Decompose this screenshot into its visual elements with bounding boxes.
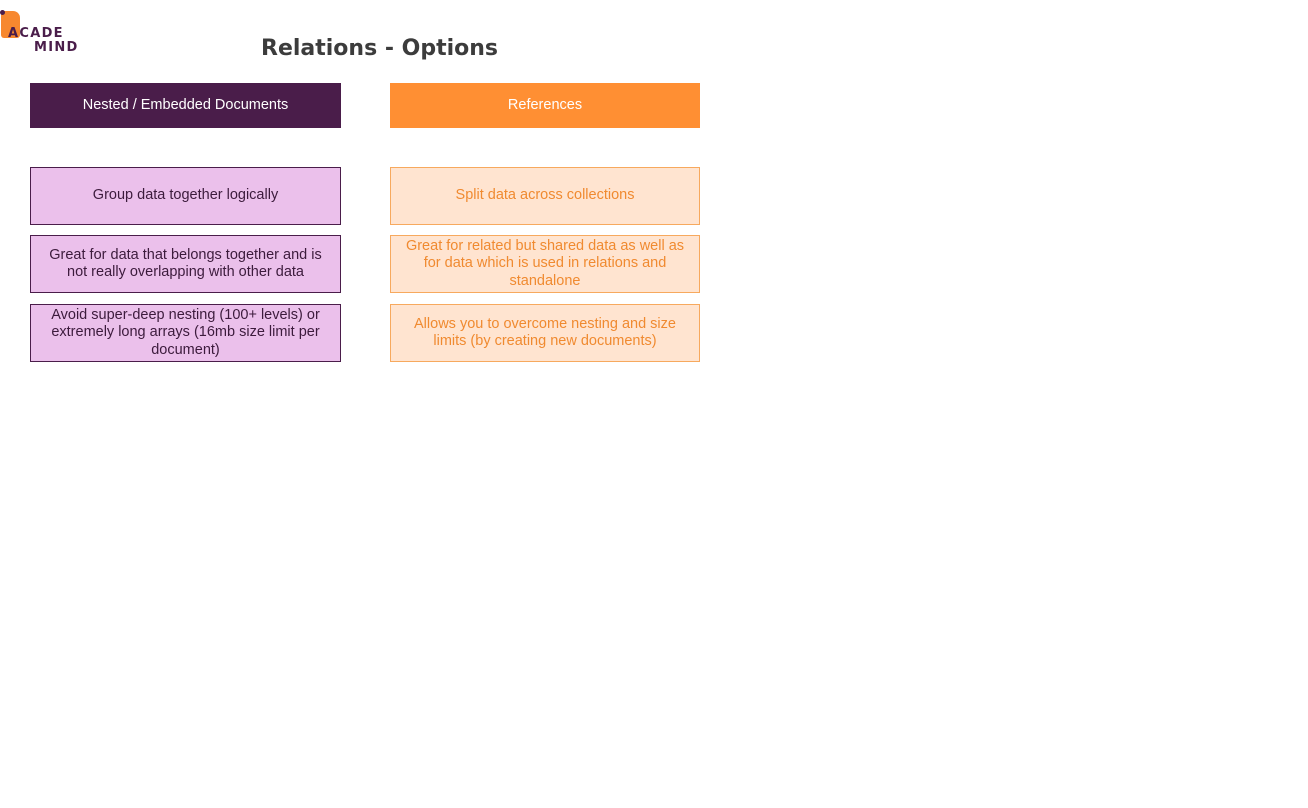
nested-item-avoid-deep-nesting: Avoid super-deep nesting (100+ levels) o… [30, 304, 341, 362]
nested-documents-header: Nested / Embedded Documents [30, 83, 341, 128]
page-title: Relations - Options [261, 36, 499, 61]
references-item-overcome-limits: Allows you to overcome nesting and size … [390, 304, 700, 362]
nested-item-belongs-together: Great for data that belongs together and… [30, 235, 341, 293]
nested-item-group-logically: Group data together logically [30, 167, 341, 225]
references-header: References [390, 83, 700, 128]
logo-text-line1: ACADE [8, 26, 64, 41]
logo-text-line2: MIND [34, 40, 79, 55]
references-item-shared-data: Great for related but shared data as wel… [390, 235, 700, 293]
references-item-split-data: Split data across collections [390, 167, 700, 225]
logo-mark-icon [1, 11, 20, 38]
academind-logo: ACADE MIND [0, 10, 80, 56]
logo-dot-icon [0, 10, 5, 15]
